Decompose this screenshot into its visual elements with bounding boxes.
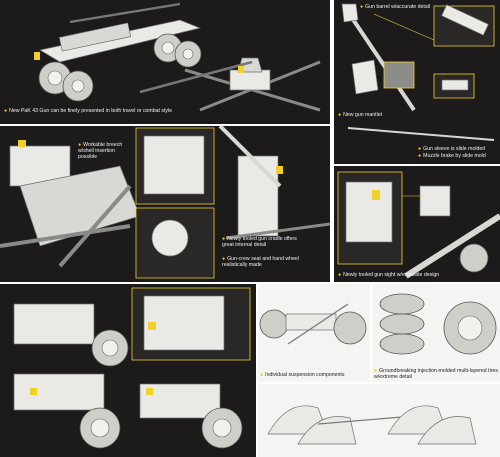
panel-barrel: ●Gun barrel w/accurate detail ●New gun m… [334, 0, 500, 164]
chassis-illustration [13, 287, 251, 449]
breech-cradle-illustration [0, 126, 330, 279]
caption-sleeve-molded: ●Gun sleeve is slide molded [418, 146, 486, 152]
barrel-illustration [341, 3, 495, 141]
gun-sight-illustration [337, 171, 500, 279]
suspension-illustration [259, 303, 367, 345]
bullet-icon: ● [222, 256, 226, 262]
bullet-icon: ● [360, 4, 364, 10]
bullet-icon: ● [418, 153, 422, 159]
bullet-icon: ● [4, 108, 8, 114]
bullet-icon: ● [222, 236, 226, 242]
caption-gun-sight: ●Newly tooled gun sight w/exquisite desi… [338, 272, 440, 278]
bullet-icon: ● [260, 372, 264, 378]
panel-breech-cradle: ●Workable breech w/shell insertion possi… [0, 126, 330, 282]
gun-travel-combat-illustration [34, 2, 321, 112]
panel-gun-sight: ●Newly tooled gun sight w/exquisite desi… [334, 166, 500, 282]
panel-suspension: ●Individual suspension components [258, 284, 370, 382]
bullet-icon: ● [418, 146, 422, 152]
panel-travel-combat: ●New PaK 43 Gun can be finely presented … [0, 0, 330, 124]
bullet-icon: ● [338, 272, 342, 278]
panel-tires: ●Groundbreaking injection-molded multi-l… [372, 284, 500, 382]
bullet-icon: ● [338, 112, 342, 118]
caption-barrel-detail: ●Gun barrel w/accurate detail [360, 4, 431, 10]
bullet-icon: ● [78, 142, 82, 148]
caption-seat-handwheel: ●Gun-crew seat and hand wheel realistica… [222, 256, 299, 269]
tires-illustration [379, 293, 497, 355]
panel-mudguards [258, 384, 500, 457]
mudguards-illustration [267, 405, 477, 445]
caption-cradle: ●Newly tooled gun cradle offers great in… [222, 236, 297, 249]
panel-chassis [0, 284, 256, 457]
bullet-icon: ● [374, 368, 378, 374]
caption-tires: ●Groundbreaking injection-molded multi-l… [374, 368, 498, 381]
caption-breech: ●Workable breech w/shell insertion possi… [78, 142, 123, 160]
caption-gun-mantlet: ●New gun mantlet [338, 112, 383, 118]
caption-suspension: ●Individual suspension components [260, 372, 345, 378]
caption-muzzle-brake: ●Muzzle brake by slide mold [418, 153, 486, 159]
caption-travel-combat: ●New PaK 43 Gun can be finely presented … [4, 108, 173, 114]
